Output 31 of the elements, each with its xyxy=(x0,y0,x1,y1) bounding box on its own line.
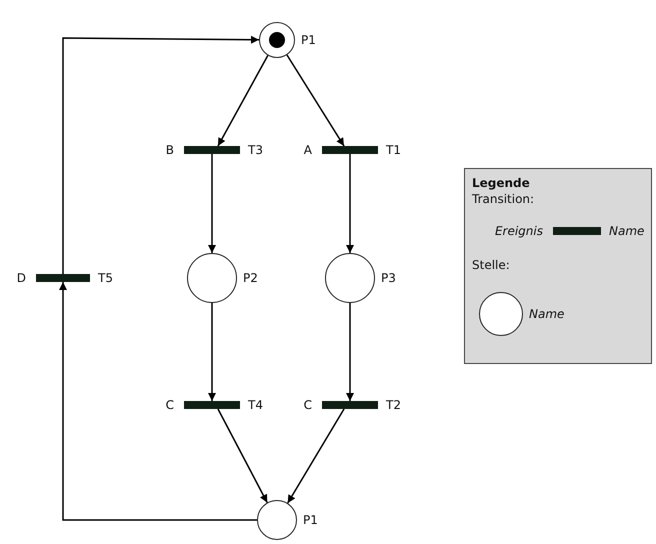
event-label: Ereignis xyxy=(494,224,543,238)
transition-label: T2 xyxy=(386,398,401,412)
transition-label: T3 xyxy=(248,143,263,157)
event-label: A xyxy=(304,143,312,157)
place-label: P1 xyxy=(301,33,316,47)
arrow xyxy=(346,303,354,401)
event-label: D xyxy=(16,271,26,285)
legend-heading: Transition: xyxy=(472,192,534,206)
transition-label: T4 xyxy=(248,398,263,412)
place-label: Name xyxy=(529,307,564,321)
event-label: C xyxy=(166,398,174,412)
place-label: P3 xyxy=(381,271,396,285)
arrow xyxy=(59,282,257,521)
arrow xyxy=(287,408,345,504)
event-label: C xyxy=(304,398,312,412)
arrow xyxy=(62,36,259,274)
arrow xyxy=(217,55,268,146)
transition-label: Name xyxy=(609,224,644,238)
arrow xyxy=(208,303,216,401)
arrow xyxy=(346,154,354,253)
transition-label: T1 xyxy=(386,143,401,157)
event-label: B xyxy=(166,143,174,157)
legend-title: Legende xyxy=(472,176,530,190)
place-label: P1 xyxy=(303,513,318,527)
arrow xyxy=(208,154,216,253)
legend-panel xyxy=(464,168,652,364)
transition-label: T5 xyxy=(98,271,113,285)
arrow xyxy=(217,408,268,503)
place-label: P2 xyxy=(243,271,258,285)
legend-heading: Stelle: xyxy=(472,258,510,272)
arrow xyxy=(286,54,345,146)
